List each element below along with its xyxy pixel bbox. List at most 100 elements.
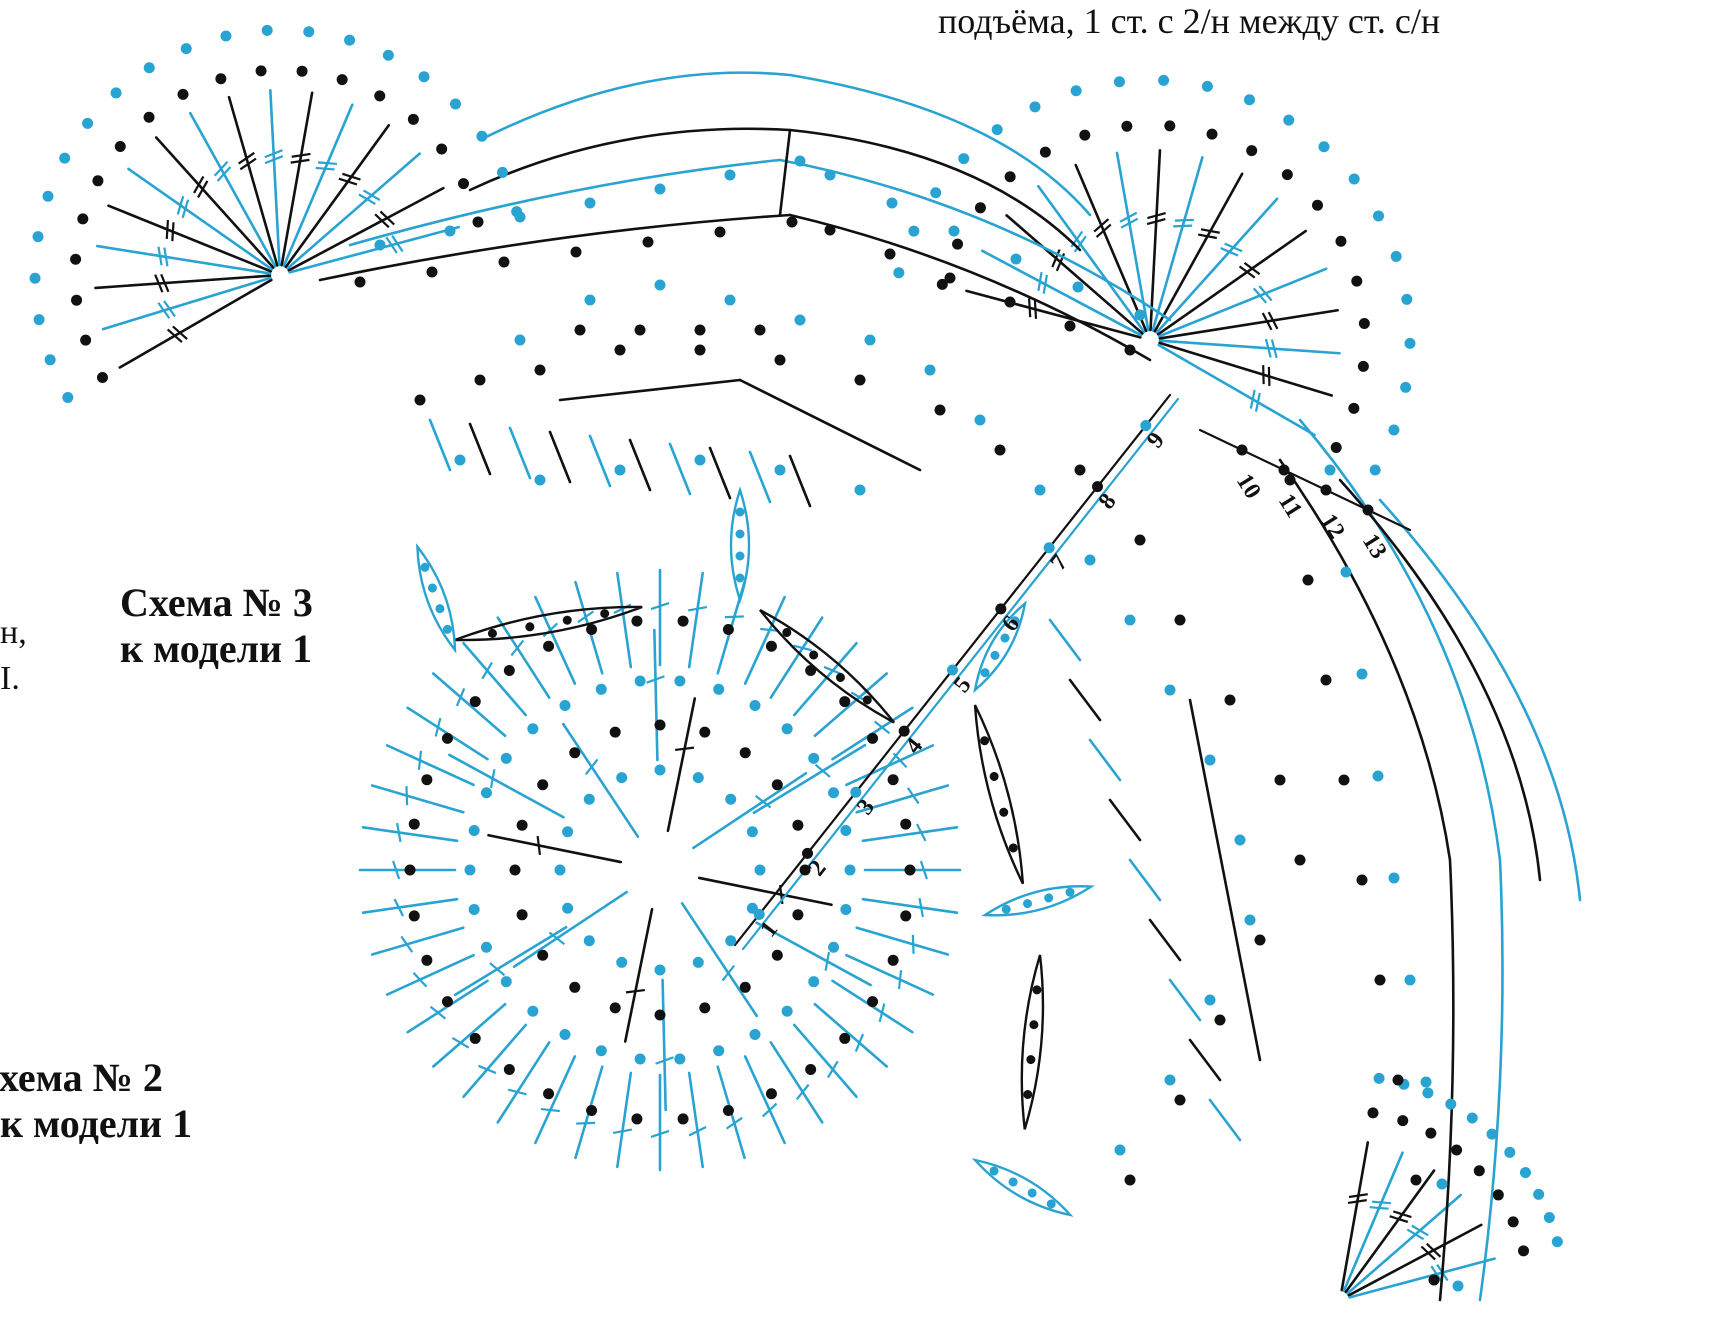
black-stitch-line bbox=[965, 289, 1142, 339]
black-chain-dot bbox=[1284, 474, 1296, 486]
black-chain-dot bbox=[296, 65, 308, 77]
blue-chain-dot bbox=[514, 334, 526, 346]
blue-chain-dot bbox=[654, 764, 666, 776]
blue-chain-dot bbox=[1243, 94, 1255, 106]
blue-chain-dot bbox=[1519, 1167, 1531, 1179]
blue-stitch-line bbox=[980, 249, 1143, 337]
blue-stitch-line bbox=[769, 1041, 824, 1124]
puff-petal bbox=[1020, 954, 1045, 1130]
blue-chain-dot bbox=[1533, 1188, 1545, 1200]
stitch-cross-mark bbox=[1051, 249, 1061, 268]
stitch-cross-mark bbox=[315, 166, 335, 171]
stitch-cross-mark bbox=[1258, 285, 1273, 302]
blue-stitch-line bbox=[616, 1071, 633, 1169]
blue-chain-dot bbox=[180, 43, 192, 55]
blue-chain-dot bbox=[29, 272, 41, 284]
step-label: 8 bbox=[1094, 489, 1122, 514]
stitch-cross-mark bbox=[540, 1107, 560, 1113]
blue-stitch-line bbox=[1158, 339, 1341, 355]
black-chain-dot bbox=[1335, 235, 1347, 247]
black-chain-dot bbox=[414, 394, 426, 406]
stitch-cross-mark bbox=[650, 602, 670, 611]
black-chain-dot bbox=[408, 818, 420, 830]
blue-chain-dot bbox=[1072, 281, 1084, 293]
black-chain-dot bbox=[722, 1104, 734, 1116]
blue-chain-dot bbox=[562, 826, 574, 838]
black-chain-dot bbox=[699, 726, 711, 738]
blue-chain-dot bbox=[713, 683, 725, 695]
blue-stitch-line bbox=[792, 1023, 858, 1099]
petal-dot bbox=[442, 624, 452, 634]
blue-chain-dot bbox=[1388, 872, 1400, 884]
blue-chain-dot bbox=[500, 752, 512, 764]
blue-stitch-line bbox=[1157, 343, 1316, 437]
blue-chain-dot bbox=[534, 474, 546, 486]
black-chain-dot bbox=[255, 65, 267, 77]
black-connector bbox=[778, 128, 792, 217]
blue-chain-dot bbox=[496, 166, 508, 178]
stitch-cross-mark bbox=[1174, 218, 1194, 222]
black-chain-dot bbox=[1356, 874, 1368, 886]
stitch-cross-mark bbox=[489, 769, 496, 789]
stitch-cross-mark bbox=[489, 962, 506, 977]
black-stitch-line bbox=[1156, 229, 1307, 336]
stitch-cross-mark bbox=[412, 971, 428, 988]
blue-chain-dot bbox=[583, 935, 595, 947]
petal-outline bbox=[1020, 954, 1045, 1130]
black-chain-dot bbox=[694, 324, 706, 336]
petal-dot bbox=[600, 609, 610, 619]
stitch-cross-mark bbox=[1261, 312, 1273, 331]
stitch-cross-mark bbox=[625, 988, 645, 994]
blue-chain-dot bbox=[82, 117, 94, 129]
black-stitch-line bbox=[280, 91, 314, 267]
petal-outline bbox=[759, 608, 895, 724]
blue-chain-dot bbox=[753, 908, 765, 920]
stitch-cross-mark bbox=[157, 246, 163, 266]
blue-chain-dot bbox=[1504, 1146, 1516, 1158]
blue-stitch-line bbox=[1157, 267, 1328, 338]
black-stitch-line bbox=[487, 833, 623, 864]
stitch-cross-mark bbox=[477, 1064, 497, 1075]
black-chain-dot bbox=[1236, 444, 1248, 456]
blue-chain-dot bbox=[746, 826, 758, 838]
petal-dot bbox=[782, 627, 792, 637]
stitch-cross-mark bbox=[510, 639, 525, 657]
stitch-cross-mark bbox=[338, 177, 358, 186]
petal-dot bbox=[980, 736, 990, 746]
blue-chain-dot bbox=[1113, 76, 1125, 88]
black-chain-dot bbox=[472, 216, 484, 228]
black-chain-dot bbox=[771, 779, 783, 791]
blue-chain-dot bbox=[824, 169, 836, 181]
black-chain-dot bbox=[786, 216, 798, 228]
stitch-cross-mark bbox=[171, 222, 175, 242]
stitch-cross-mark bbox=[429, 1005, 447, 1020]
black-chain-dot bbox=[1124, 344, 1136, 356]
blue-stitch-line bbox=[687, 571, 704, 669]
blue-chain-dot bbox=[958, 153, 970, 165]
puff-petal bbox=[759, 608, 895, 724]
blue-chain-dot bbox=[382, 49, 394, 61]
blue-stitch-line bbox=[453, 925, 568, 997]
blue-chain-dot bbox=[1373, 1072, 1385, 1084]
black-stitch-line bbox=[94, 274, 272, 290]
stitch-cross-mark bbox=[1238, 265, 1256, 279]
blue-stitch-line bbox=[431, 672, 507, 738]
blue-chain-dot bbox=[449, 98, 461, 110]
black-chain-dot bbox=[408, 910, 420, 922]
black-chain-dot bbox=[614, 344, 626, 356]
blue-chain-dot bbox=[692, 956, 704, 968]
blue-chain-dot bbox=[1445, 1098, 1457, 1110]
black-chain-dot bbox=[722, 624, 734, 636]
blue-stitch-line bbox=[370, 784, 465, 814]
stitch-cross-mark bbox=[160, 273, 170, 293]
black-chain-dot bbox=[1121, 120, 1133, 132]
black-chain-dot bbox=[802, 847, 813, 859]
stitch-cross-mark bbox=[1348, 1193, 1368, 1199]
black-chain-dot bbox=[569, 747, 581, 759]
step-label: 10 bbox=[1231, 469, 1266, 503]
black-chain-dot bbox=[1124, 1174, 1136, 1186]
stitch-cross-mark bbox=[481, 661, 493, 680]
black-chain-dot bbox=[374, 90, 386, 102]
blue-chain-dot bbox=[840, 904, 852, 916]
black-chain-dot bbox=[974, 202, 986, 214]
